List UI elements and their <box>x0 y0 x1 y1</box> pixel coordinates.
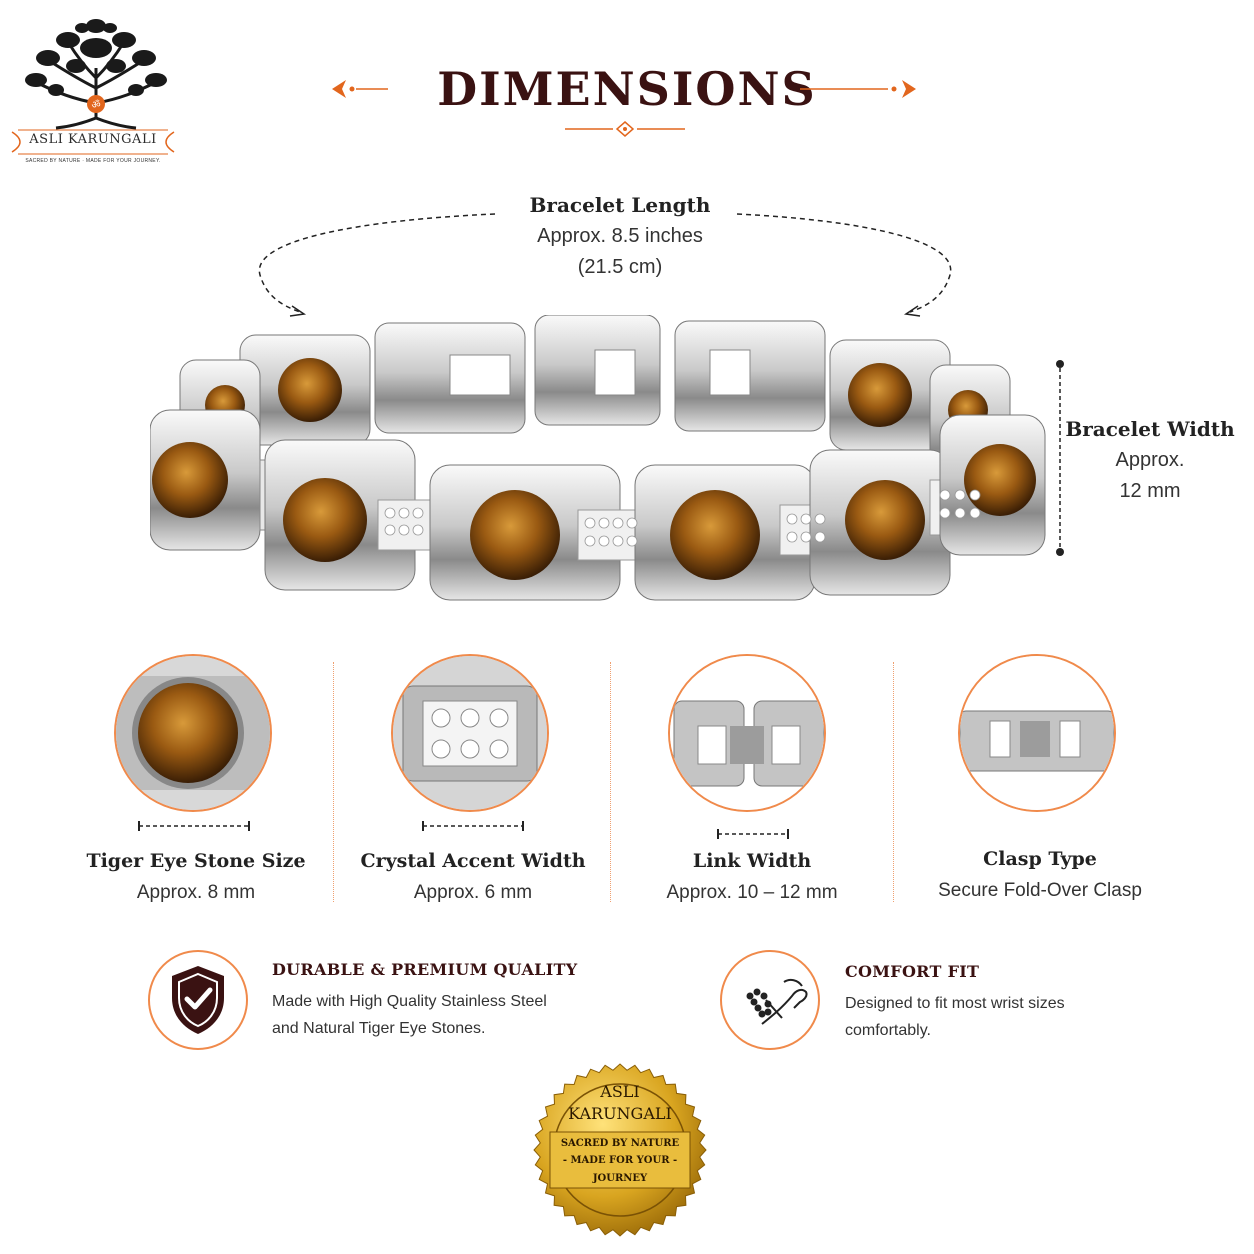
title-left-ornament-icon <box>332 80 388 98</box>
feature-text: and Natural Tiger Eye Stones. <box>272 1020 486 1037</box>
page-title: DIMENSIONS <box>437 62 817 116</box>
detail-title: Clasp Type <box>983 848 1097 870</box>
feature-title: DURABLE & PREMIUM QUALITY <box>272 960 578 979</box>
crystal-accent-closeup <box>391 654 549 812</box>
detail-value: Approx. 8 mm <box>136 882 256 903</box>
detail-value: Secure Fold-Over Clasp <box>938 880 1142 901</box>
divider <box>893 662 894 902</box>
seal-tagline: SACRED BY NATURE <box>560 1138 680 1149</box>
bracelet-width-title: Bracelet Width <box>1065 417 1235 441</box>
feature-text: Made with High Quality Stainless Steel <box>272 993 547 1010</box>
feature-icon-circle <box>148 950 248 1050</box>
bracelet-width-value-line2: 12 mm <box>1119 480 1181 502</box>
feature-text: comfortably. <box>845 1022 931 1039</box>
seal-brand-line1: ASLI <box>600 1082 640 1101</box>
divider <box>333 662 334 902</box>
bracelet-width-value-line1: Approx. <box>1115 449 1185 471</box>
wrist-bracelet-icon <box>746 978 808 1025</box>
detail-title: Link Width <box>692 850 812 872</box>
feature-text: Designed to fit most wrist sizes <box>845 995 1065 1012</box>
feature-title: COMFORT FIT <box>845 962 980 981</box>
seal-brand-line2: KARUNGALI <box>568 1104 672 1123</box>
title-right-ornament-icon <box>800 80 916 98</box>
bracelet-length-value: Approx. 8.5 inches <box>537 225 703 247</box>
width-dashed-marker <box>1056 360 1064 556</box>
tiger-eye-bracelet-image <box>150 315 1046 601</box>
brand-tagline: SACRED BY NATURE · MADE FOR YOUR JOURNEY… <box>25 158 161 164</box>
clasp-closeup <box>958 654 1116 812</box>
brand-logo-tree-icon: ॐ <box>25 19 167 130</box>
feature-icon-circle <box>720 950 820 1050</box>
link-width-dim-marker <box>717 829 789 839</box>
link-closeup <box>668 654 826 812</box>
tiger-eye-stone-closeup <box>114 654 272 812</box>
length-dashed-arrow <box>258 213 952 317</box>
title-underline-ornament-icon <box>565 121 685 137</box>
divider <box>610 662 611 902</box>
bracelet-length-title: Bracelet Length <box>529 193 711 217</box>
logo-banner-ornament <box>11 129 175 155</box>
detail-value: Approx. 6 mm <box>413 882 533 903</box>
brand-name: ASLI KARUNGALI <box>29 132 157 147</box>
bracelet-length-value-cm: (21.5 cm) <box>577 256 663 278</box>
detail-title: Tiger Eye Stone Size <box>86 850 306 872</box>
detail-title: Crystal Accent Width <box>360 850 586 872</box>
stone-size-dim-marker <box>138 821 250 831</box>
shield-check-icon <box>172 966 224 1034</box>
svg-text:ॐ: ॐ <box>91 99 100 111</box>
seal-tagline: JOURNEY <box>592 1173 648 1184</box>
crystal-width-dim-marker <box>422 821 524 831</box>
detail-value: Approx. 10 – 12 mm <box>666 882 838 903</box>
seal-tagline: - MADE FOR YOUR - <box>562 1155 678 1166</box>
gold-seal-badge <box>533 1063 707 1237</box>
